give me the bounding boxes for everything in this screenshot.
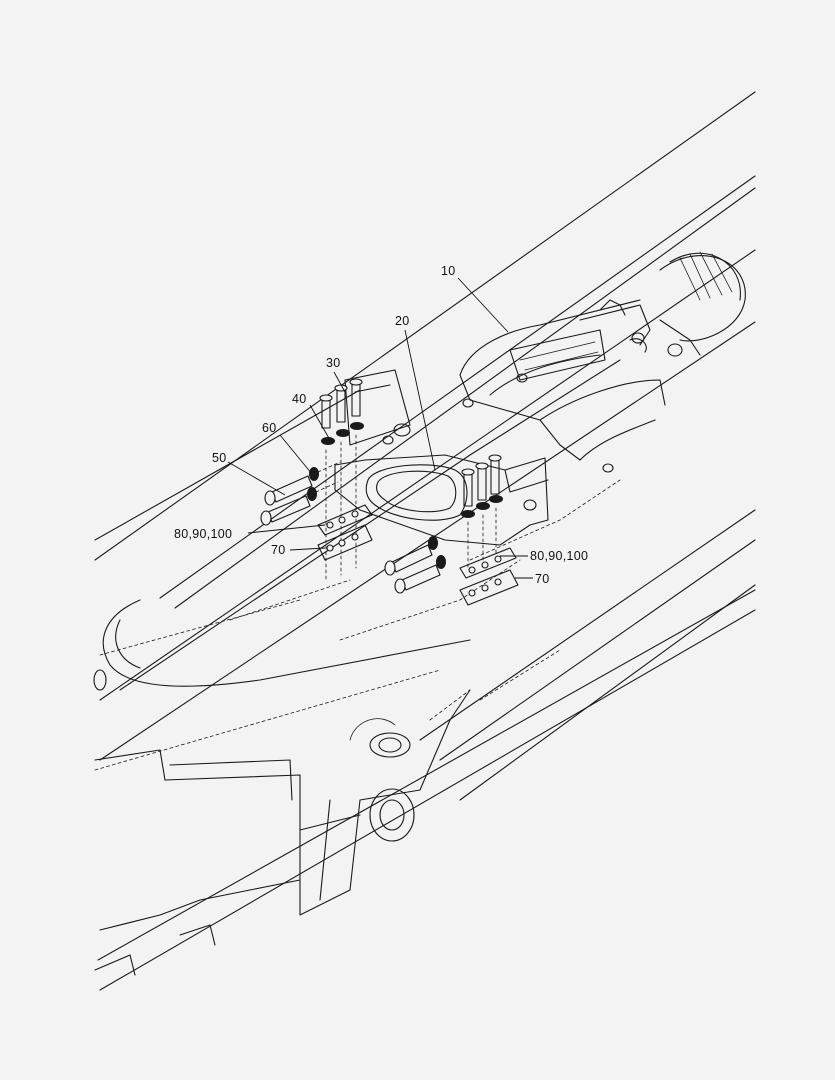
bolt-icon xyxy=(488,454,502,495)
shim-plates xyxy=(317,504,519,606)
bolt-icon xyxy=(334,384,348,423)
mounting-bracket xyxy=(334,369,549,546)
callout-60: 60 xyxy=(262,421,277,435)
callout-80-90-100-left: 80,90,100 xyxy=(174,527,232,541)
bolt-icon xyxy=(394,564,441,594)
callout-20: 20 xyxy=(395,314,410,328)
cylinder-assembly xyxy=(459,251,746,473)
bolt-set-50 xyxy=(260,461,446,594)
bolt-icon xyxy=(319,394,333,429)
bolt-icon xyxy=(475,462,489,501)
callout-40: 40 xyxy=(292,392,307,406)
callout-50: 50 xyxy=(212,451,227,465)
callout-leaders xyxy=(227,277,533,579)
bolt-icon xyxy=(264,475,313,506)
callout-70-left: 70 xyxy=(271,543,286,557)
bolt-icon xyxy=(384,544,433,576)
callout-80-90-100-right: 80,90,100 xyxy=(530,549,588,563)
callout-30: 30 xyxy=(326,356,341,370)
bolt-icon xyxy=(260,495,311,526)
bolt-set-30 xyxy=(319,378,503,581)
bolt-icon xyxy=(349,378,363,417)
bolt-icon xyxy=(461,468,475,507)
callout-10: 10 xyxy=(441,264,456,278)
callout-70-right: 70 xyxy=(535,572,550,586)
callout-labels: 10 20 30 40 60 50 80,90,100 70 80,90,100… xyxy=(174,264,588,586)
boom-frame xyxy=(93,91,756,991)
